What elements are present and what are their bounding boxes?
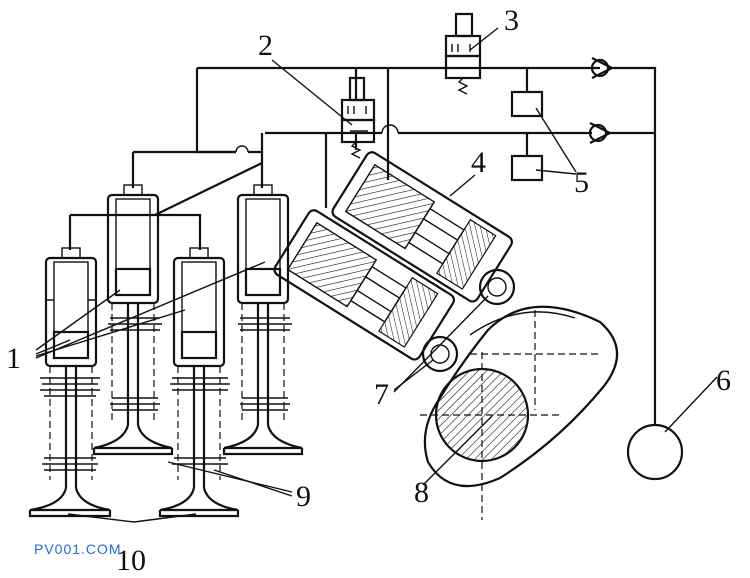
- label-8: 8: [414, 476, 429, 509]
- accumulator: [626, 423, 684, 481]
- camshaft-cam: [420, 305, 619, 520]
- check-valve-bottom: [588, 122, 613, 144]
- label-3: 3: [504, 4, 519, 37]
- sensor-box-lower: [510, 154, 544, 182]
- actuator-cylinder-third: [172, 247, 226, 368]
- actuator-cylinder-right: [236, 184, 290, 305]
- valve-springs: [40, 317, 292, 471]
- label-9: 9: [296, 480, 311, 513]
- actuator-cylinder-second: [106, 184, 160, 305]
- label-1: 1: [6, 342, 21, 375]
- leader-lines: [35, 27, 718, 523]
- part-labels: 1 2 3 4 5 6 7 8 9 10: [6, 4, 731, 577]
- watermark-text: PV001.COM: [34, 541, 122, 557]
- label-2: 2: [258, 29, 273, 62]
- label-6: 6: [716, 364, 731, 397]
- label-4: 4: [471, 146, 486, 179]
- valve-stems: [49, 303, 285, 488]
- solenoid-valve-3: [444, 12, 482, 95]
- label-5: 5: [574, 166, 589, 199]
- label-10: 10: [116, 544, 146, 577]
- valve-heads: [28, 424, 304, 518]
- actuator-cylinder-left: [44, 247, 98, 368]
- label-7: 7: [374, 378, 389, 411]
- sensor-box-upper: [510, 90, 544, 118]
- pump-unit-lower: [273, 209, 456, 361]
- check-valve-top: [590, 57, 615, 79]
- pump-unit-upper: [331, 151, 514, 303]
- solenoid-valve-2: [340, 76, 376, 159]
